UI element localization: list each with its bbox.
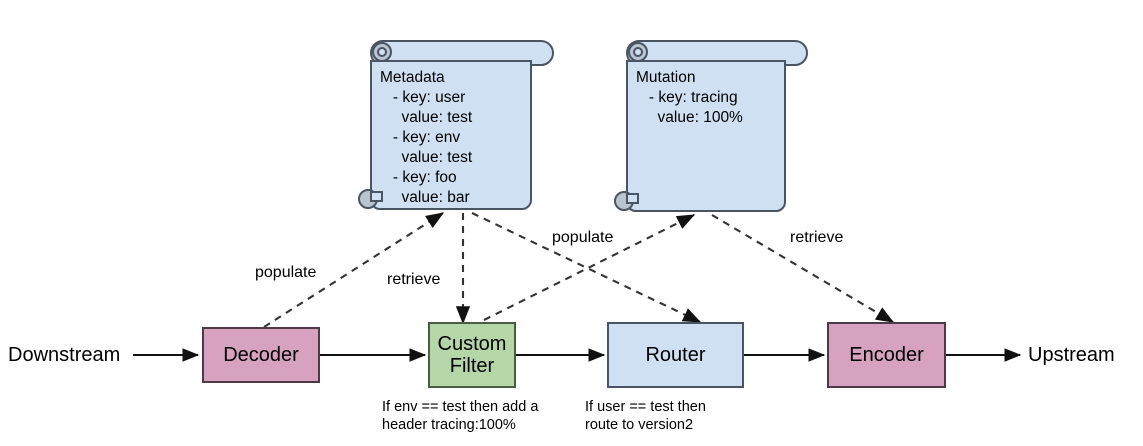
mutation-scroll-text: Mutation - key: tracing value: 100% bbox=[636, 69, 743, 126]
edge-populate-mutation bbox=[483, 214, 696, 321]
upstream-label: Upstream bbox=[1028, 344, 1115, 366]
metadata-scroll-body bbox=[370, 60, 532, 210]
node-custom-filter-label-line2: Filter bbox=[449, 355, 495, 377]
node-decoder[interactable]: Decoder bbox=[202, 327, 320, 383]
edge-metadata-router bbox=[471, 212, 702, 323]
edge-label-populate-mutation: populate bbox=[552, 229, 614, 246]
mutation-scroll-body bbox=[626, 60, 786, 212]
metadata-scroll-curl-bottom-tab bbox=[370, 191, 383, 202]
scroll-metadata[interactable]: Metadata - key: user value: test - key: … bbox=[358, 38, 562, 216]
scroll-mutation[interactable]: Mutation - key: tracing value: 100% bbox=[614, 38, 818, 218]
node-router[interactable]: Router bbox=[607, 322, 744, 388]
edge-label-populate-metadata: populate bbox=[255, 264, 317, 281]
node-custom-filter[interactable]: Custom Filter bbox=[428, 322, 516, 388]
metadata-scroll-text: Metadata - key: user value: test - key: … bbox=[380, 69, 473, 206]
node-router-label: Router bbox=[645, 344, 706, 366]
mutation-scroll-curl-bottom-tab bbox=[626, 193, 639, 204]
annotation-custom-filter: If env == test then add a header tracing… bbox=[382, 399, 539, 433]
edge-label-retrieve-mutation: retrieve bbox=[790, 229, 844, 246]
metadata-scroll-curl-top-inner bbox=[377, 47, 387, 57]
edge-retrieve-mutation bbox=[711, 214, 895, 323]
annotation-router: If user == test then route to version2 bbox=[585, 399, 706, 433]
downstream-label: Downstream bbox=[8, 344, 121, 366]
node-custom-filter-label-line1: Custom bbox=[437, 333, 507, 355]
edge-label-retrieve-metadata: retrieve bbox=[387, 271, 441, 288]
mutation-scroll-curl-top-inner bbox=[633, 47, 643, 57]
node-decoder-label: Decoder bbox=[223, 344, 299, 366]
edge-populate-metadata bbox=[263, 212, 445, 328]
node-encoder-label: Encoder bbox=[849, 344, 924, 366]
node-encoder[interactable]: Encoder bbox=[827, 322, 946, 388]
